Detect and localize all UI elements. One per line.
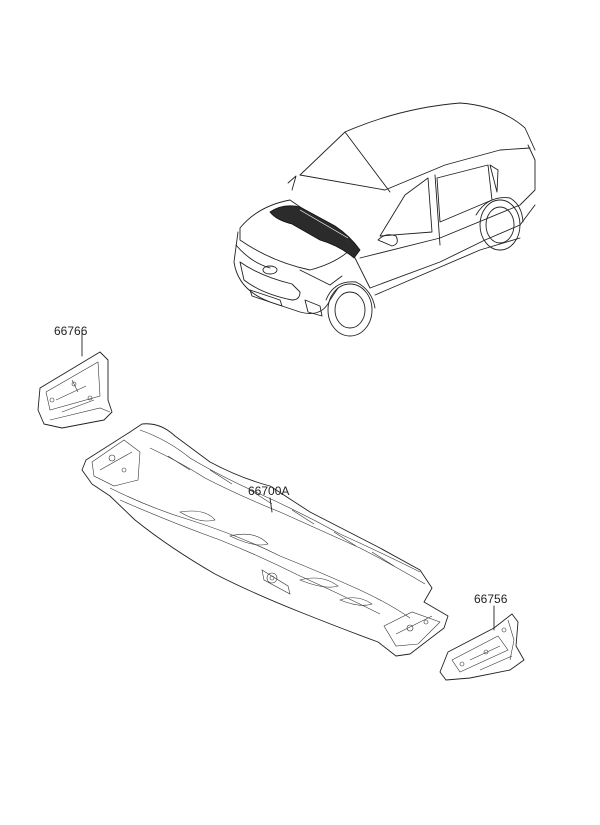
part-label-66766: 66766 bbox=[54, 324, 88, 338]
part-label-66756: 66756 bbox=[474, 592, 508, 606]
bracket-left-part bbox=[37, 329, 113, 429]
cowl-panel-part bbox=[81, 423, 449, 657]
bracket-right-part bbox=[439, 605, 525, 681]
car-illustration bbox=[233, 102, 536, 337]
part-label-66700A: 66700A bbox=[248, 484, 290, 498]
